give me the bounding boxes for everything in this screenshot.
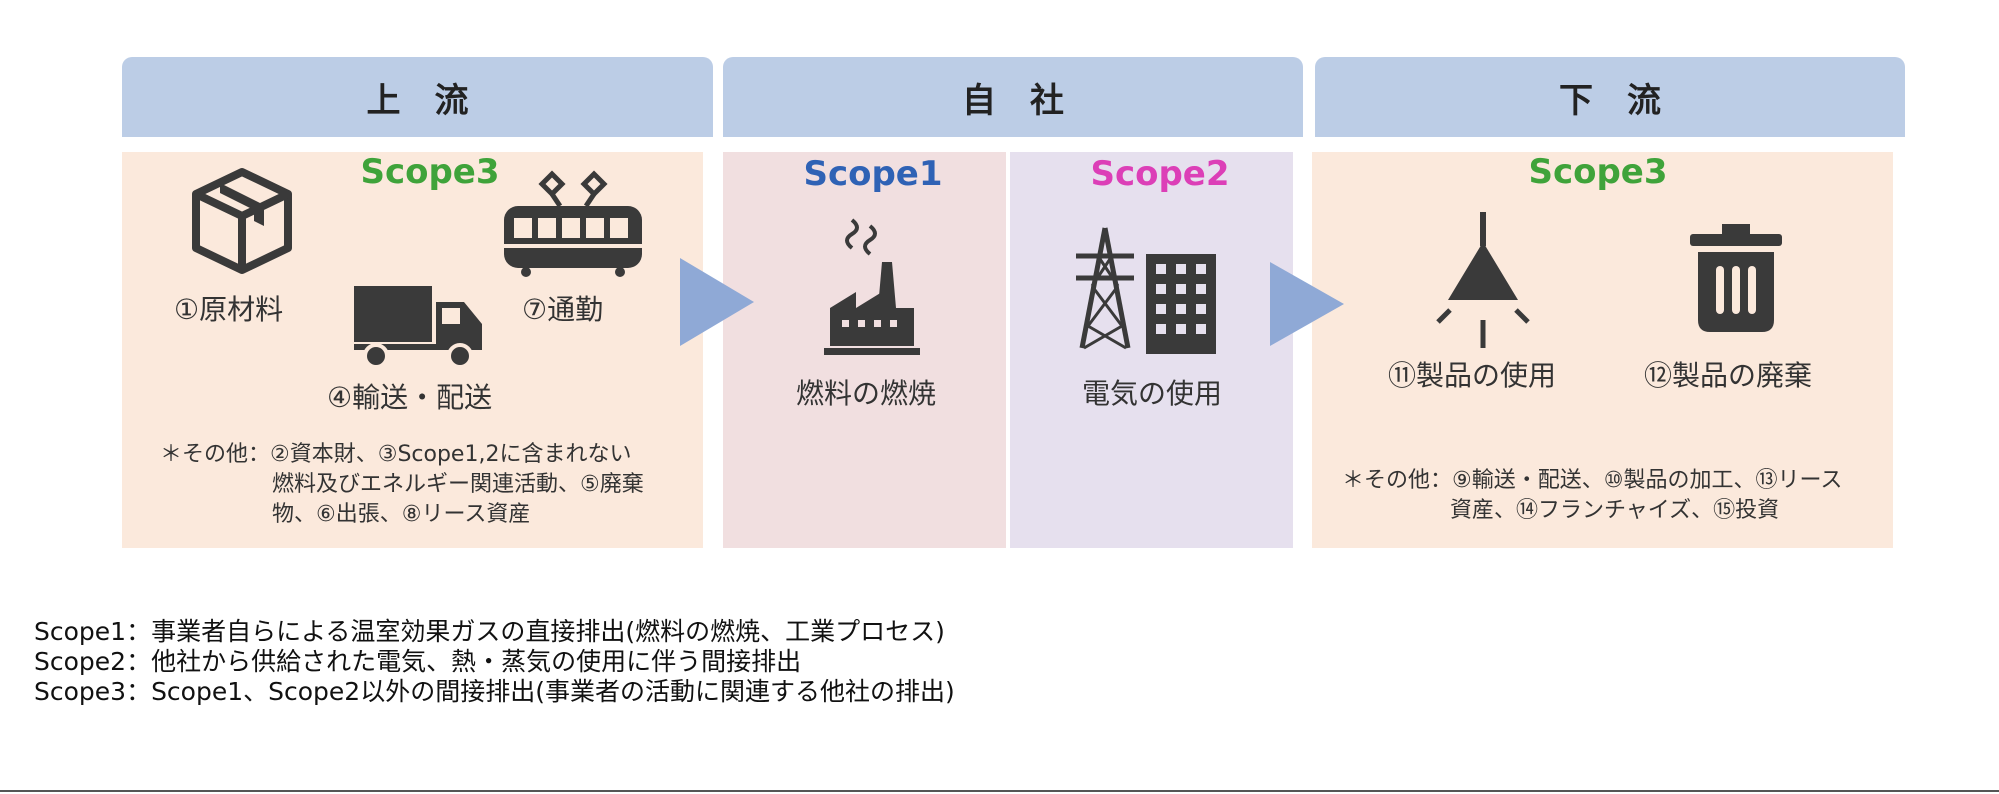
downstream-note-line1: ＊その他：⑨輸送・配送、⑩製品の加工、⑬リース [1342,468,1843,493]
arrow-upstream-to-company [680,258,754,346]
downstream-panel [1312,152,1893,548]
item-electricity-use: 電気の使用 [1082,377,1223,410]
header-company: 自 社 [723,57,1303,137]
building-icon [1146,254,1216,354]
legend-scope3: Scope3：Scope1、Scope2以外の間接排出(事業者の活動に関連する他… [34,677,955,706]
item-transport: ④輸送・配送 [327,381,493,414]
header-upstream: 上 流 [122,57,713,137]
upstream-note-line3: 物、⑥出張、⑧リース資産 [272,502,531,527]
item-commuting: ⑦通勤 [522,293,604,326]
item-raw-materials: ①原材料 [174,293,284,326]
scope2-label: Scope2 [1090,154,1230,194]
lamp-icon [1436,212,1530,348]
factory-icon [824,218,920,355]
train-icon [504,170,642,277]
upstream-scope3-label: Scope3 [360,152,500,192]
item-product-use: ⑪製品の使用 [1388,359,1557,392]
item-fuel-combustion: 燃料の燃焼 [796,377,937,410]
arrow-company-to-downstream [1270,262,1344,346]
downstream-scope3-label: Scope3 [1528,152,1668,192]
bottom-divider [0,790,1999,792]
header-downstream: 下 流 [1315,57,1905,137]
upstream-note-line1: ＊その他：②資本財、③Scope1,2に含まれない [160,442,632,467]
truck-icon [354,286,482,369]
item-product-disposal: ⑫製品の廃棄 [1644,359,1813,392]
trash-icon [1690,224,1782,332]
box-icon [192,168,292,274]
downstream-note-line2: 資産、⑭フランチャイズ、⑮投資 [1450,498,1780,523]
scope1-label: Scope1 [803,154,943,194]
upstream-note-line2: 燃料及びエネルギー関連活動、⑤廃棄 [272,472,644,497]
legend-scope1: Scope1：事業者自らによる温室効果ガスの直接排出(燃料の燃焼、工業プロセス) [34,617,945,646]
legend-scope2: Scope2：他社から供給された電気、熱・蒸気の使用に伴う間接排出 [34,647,802,676]
power-tower-icon [1076,227,1134,350]
